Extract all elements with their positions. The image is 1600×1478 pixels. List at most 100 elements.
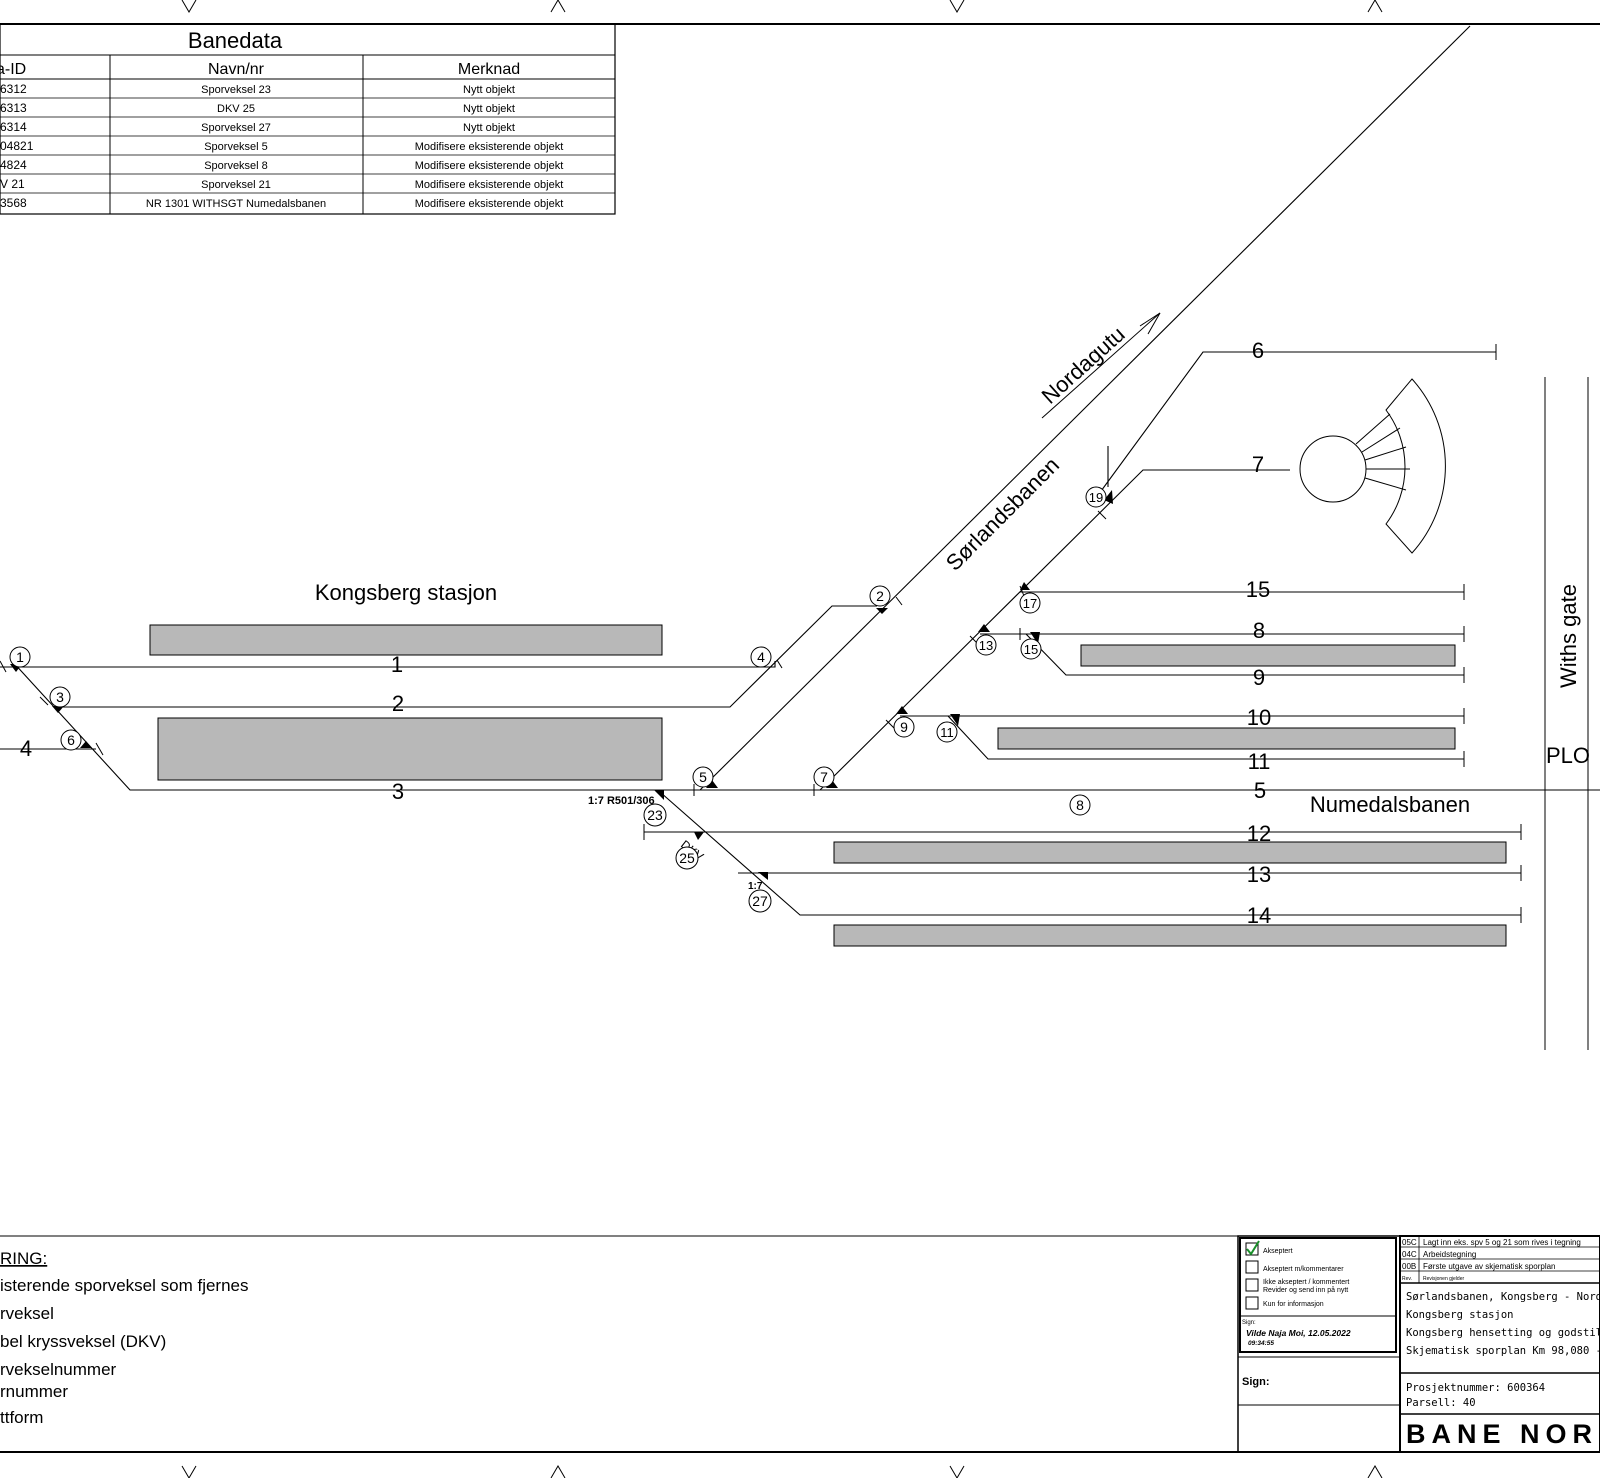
banedata-header-name: Navn/nr xyxy=(208,61,265,78)
platform-1 xyxy=(149,624,663,656)
svg-text:Rev.: Rev. xyxy=(1402,1276,1412,1282)
sign-small-label: Sign: xyxy=(1242,1320,1256,1326)
svg-text:25: 25 xyxy=(679,850,695,866)
turntable-circle xyxy=(1299,435,1367,503)
cell-id: 3568 xyxy=(0,196,27,210)
signed-time: 09:34:55 xyxy=(1248,1340,1274,1347)
direction-arrow xyxy=(1041,312,1161,419)
cell-name: NR 1301 WITHSGT Numedalsbanen xyxy=(146,198,326,210)
approval-option-comments[interactable]: Akseptert m/kommentarer xyxy=(1245,1260,1344,1274)
track-label-2: 2 xyxy=(392,691,404,716)
svg-text:23: 23 xyxy=(647,807,663,823)
legend-item: rveksel xyxy=(0,1304,54,1323)
revision-row: Rev. Revisjonen gjelder xyxy=(1402,1276,1464,1282)
cell-name: Sporveksel 23 xyxy=(201,84,271,96)
table-row: 6314 Sporveksel 27 Nytt objekt xyxy=(0,120,515,134)
withs-gate-label: Withs gate xyxy=(1556,584,1581,688)
approval-option-accepted[interactable]: Akseptert xyxy=(1245,1240,1293,1256)
switch-markers xyxy=(10,490,1113,880)
table-row: 3568 NR 1301 WITHSGT Numedalsbanen Modif… xyxy=(0,196,563,210)
legend-item: rvekselnummer xyxy=(0,1360,117,1379)
svg-text:Første utgave av skjematisk sp: Første utgave av skjematisk sporplan xyxy=(1423,1262,1556,1271)
platform-2 xyxy=(157,717,663,781)
svg-text:5: 5 xyxy=(699,769,707,785)
cell-note: Nytt objekt xyxy=(463,103,515,115)
switch-number: 23 xyxy=(643,803,667,827)
svg-text:04C: 04C xyxy=(1402,1250,1417,1259)
banedata-header-id: a-ID xyxy=(0,61,26,78)
numedalsbanen-label: Numedalsbanen xyxy=(1310,792,1470,817)
switch-number: 11 xyxy=(936,721,958,743)
switch-number: 27 xyxy=(748,889,772,913)
svg-text:6: 6 xyxy=(67,732,75,748)
cell-name: Sporveksel 8 xyxy=(204,160,268,172)
withs-gate-road xyxy=(1544,377,1589,1050)
track-label-8: 8 xyxy=(1253,618,1265,643)
switch-number: 17 xyxy=(1019,592,1041,614)
switch-number: 9 xyxy=(893,716,915,738)
svg-text:05C: 05C xyxy=(1402,1238,1417,1247)
turntable xyxy=(1299,378,1446,554)
svg-text:Akseptert: Akseptert xyxy=(1263,1248,1293,1255)
track-label-15: 15 xyxy=(1246,577,1270,602)
title-line-3: Kongsberg hensetting og godstiltak xyxy=(1406,1327,1600,1339)
switch-number: 5 xyxy=(692,766,714,788)
cell-note: Modifisere eksisterende objekt xyxy=(415,198,564,210)
svg-text:13: 13 xyxy=(979,638,993,653)
cell-name: Sporveksel 21 xyxy=(201,179,271,191)
switch-number: 1 xyxy=(9,646,31,668)
table-row: 04821 Sporveksel 5 Modifisere eksisteren… xyxy=(0,139,563,153)
switch-number: 3 xyxy=(49,686,71,708)
switch-number: 8 xyxy=(1069,794,1091,816)
track-label-9: 9 xyxy=(1253,665,1265,690)
platform-10-11 xyxy=(997,727,1456,750)
track-ladder-left xyxy=(11,660,658,791)
parsell: Parsell: 40 xyxy=(1406,1397,1476,1409)
track-2-line xyxy=(60,605,877,708)
switch-number: 7 xyxy=(813,766,835,788)
approval-option-not-accepted[interactable]: Ikke akseptert / kommentert Revider og s… xyxy=(1245,1278,1349,1294)
svg-text:Revider og send inn på nytt: Revider og send inn på nytt xyxy=(1263,1286,1348,1294)
table-row: V 21 Sporveksel 21 Modifisere eksisteren… xyxy=(0,177,563,191)
svg-text:8: 8 xyxy=(1076,797,1084,813)
switch-number: 19 xyxy=(1085,486,1107,508)
ratio-label: 1:7 xyxy=(748,881,763,892)
tracks xyxy=(0,25,1600,916)
svg-text:3: 3 xyxy=(56,689,64,705)
svg-text:2: 2 xyxy=(876,588,884,604)
legend-title: RING: xyxy=(0,1249,47,1268)
svg-text:9: 9 xyxy=(900,719,908,735)
track-labels: 1 2 3 4 5 6 7 15 8 9 10 11 12 13 14 xyxy=(20,338,1271,928)
frame-ticks-top xyxy=(181,0,1383,13)
legend-item: rnummer xyxy=(0,1382,68,1401)
switch-note-label: 1:7 R501/306 xyxy=(588,795,655,807)
cell-note: Nytt objekt xyxy=(463,122,515,134)
approval-option-info[interactable]: Kun for informasjon xyxy=(1245,1296,1324,1310)
track-label-1: 1 xyxy=(391,652,403,677)
cell-id: V 21 xyxy=(0,177,25,191)
track-11-line xyxy=(947,715,1464,760)
sorlandsbanen-label: Sørlandsbanen xyxy=(941,452,1064,575)
table-row: 6312 Sporveksel 23 Nytt objekt xyxy=(0,82,515,96)
frame-ticks-bottom xyxy=(181,1465,1383,1478)
platform-8-9 xyxy=(1080,644,1456,667)
platforms xyxy=(149,624,1507,947)
banedata-title: Banedata xyxy=(188,28,283,53)
table-row: 6313 DKV 25 Nytt objekt xyxy=(0,101,515,115)
banedata-table: Banedata a-ID Navn/nr Merknad 6312 Sporv… xyxy=(0,23,616,215)
cell-id: 6312 xyxy=(0,82,27,96)
ladder-lower xyxy=(659,791,1521,916)
track-label-6: 6 xyxy=(1252,338,1264,363)
svg-text:19: 19 xyxy=(1089,490,1103,505)
svg-text:27: 27 xyxy=(752,893,768,909)
svg-text:4: 4 xyxy=(757,649,765,665)
joint-ticks xyxy=(0,510,1107,796)
svg-text:Ikke akseptert / kommentert: Ikke akseptert / kommentert xyxy=(1263,1279,1349,1286)
switch-number: 13 xyxy=(975,634,997,656)
track-label-12: 12 xyxy=(1247,821,1271,846)
track-label-5: 5 xyxy=(1254,778,1266,803)
switch-number: 15 xyxy=(1020,638,1042,660)
svg-text:15: 15 xyxy=(1024,642,1038,657)
track-label-13: 13 xyxy=(1247,862,1271,887)
cell-name: Sporveksel 27 xyxy=(201,122,271,134)
